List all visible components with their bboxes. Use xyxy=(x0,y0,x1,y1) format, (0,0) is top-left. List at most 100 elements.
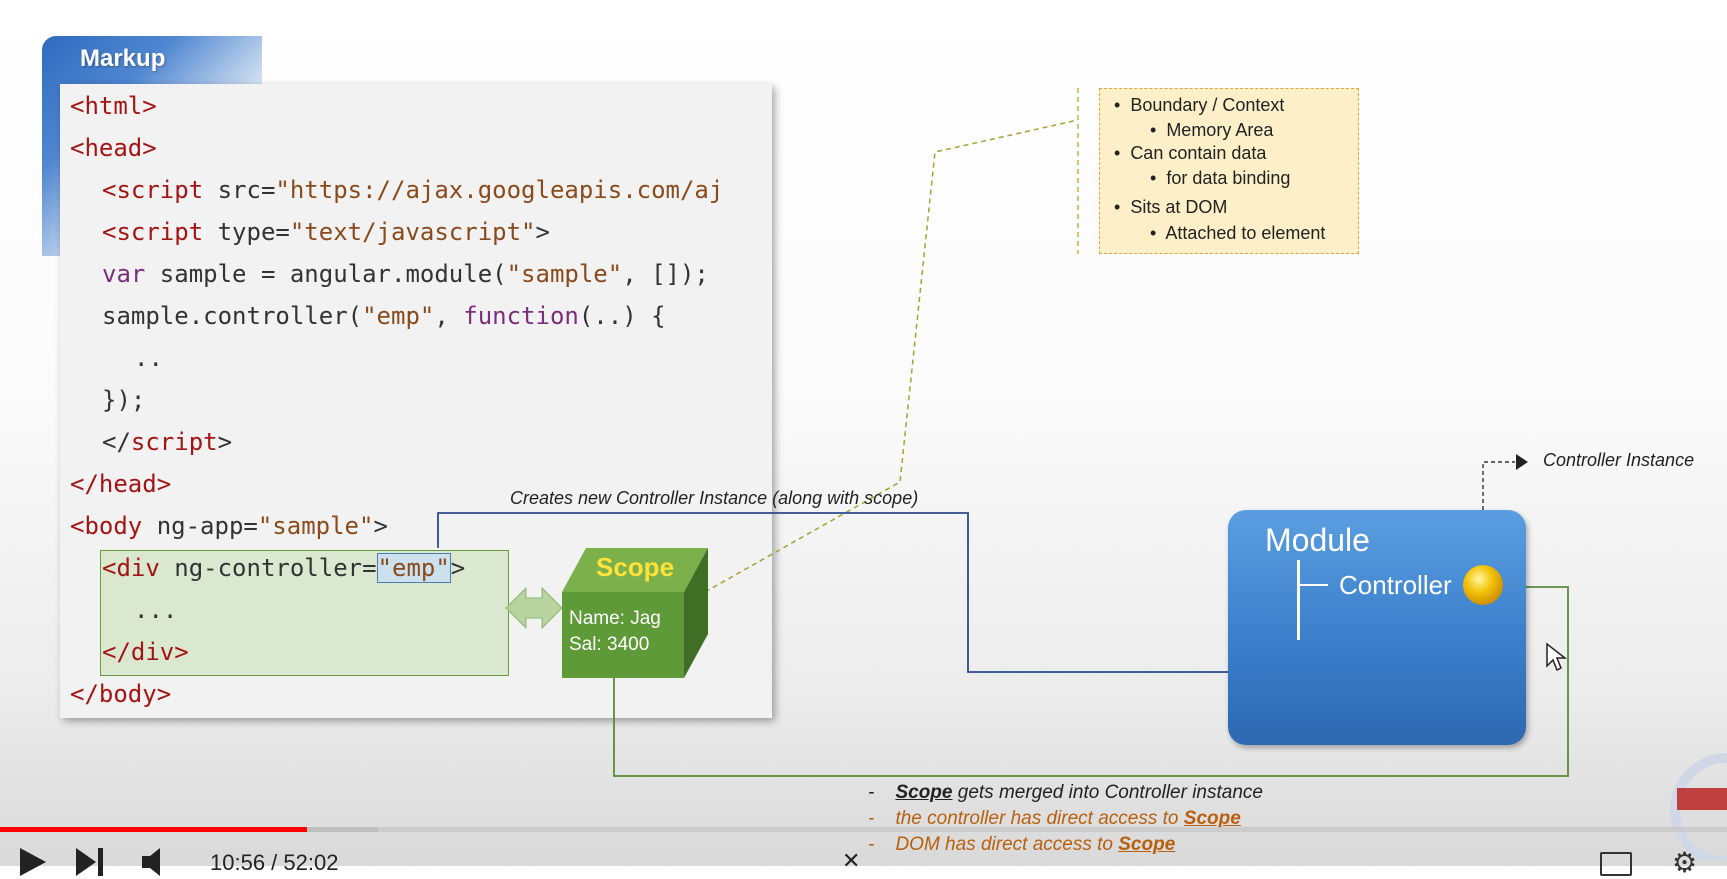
code-token: "sample" xyxy=(257,512,374,540)
code-token: ... xyxy=(134,596,178,624)
module-tree-branch xyxy=(1300,584,1328,586)
code-token: sample = angular.module( xyxy=(145,260,507,288)
code-token: (..) { xyxy=(578,302,666,330)
code-line-12: <div ng-controller="emp"> xyxy=(102,553,466,583)
note-text: gets merged into Controller instance xyxy=(952,782,1263,803)
code-line-10: </head> xyxy=(70,470,171,498)
code-token: "text/javascript" xyxy=(289,218,536,246)
progress-track[interactable] xyxy=(0,827,1727,832)
close-icon[interactable]: ✕ xyxy=(842,848,861,873)
progress-played[interactable] xyxy=(0,827,308,832)
note-emphasis: Scope xyxy=(895,782,953,803)
module-title: Module xyxy=(1265,522,1370,558)
note-text: Memory Area xyxy=(1166,120,1274,140)
code-token: <div xyxy=(102,554,160,582)
scope-cube-front xyxy=(562,592,684,678)
note-bullet: • Boundary / Context xyxy=(1114,95,1285,115)
scope-cube-side xyxy=(684,548,708,678)
code-line-3: <script src="https://ajax.googleapis.com… xyxy=(102,176,723,204)
controller-instance-dot xyxy=(1463,565,1503,605)
code-token: <body xyxy=(70,512,143,540)
double-arrow-icon xyxy=(505,586,563,630)
scope-merge-line xyxy=(613,586,1569,777)
code-token: </ xyxy=(102,428,131,456)
scope-name: Name: Jag xyxy=(569,608,661,629)
code-token: }); xyxy=(102,386,146,414)
code-token: <html> xyxy=(70,92,157,120)
note-text: DOM has direct access to xyxy=(895,834,1119,855)
note-text: Attached to element xyxy=(1165,223,1326,243)
code-line-14: </div> xyxy=(102,638,189,666)
channel-logo xyxy=(1670,753,1727,860)
code-token: > xyxy=(217,428,233,456)
controller-label: Controller xyxy=(1339,570,1452,600)
code-token: ng-app= xyxy=(142,512,258,540)
module-box xyxy=(1228,510,1526,745)
miniplayer-icon[interactable] xyxy=(1600,852,1632,876)
note-emphasis: Scope xyxy=(1183,808,1241,829)
note-bullet: • Can contain data xyxy=(1114,143,1267,163)
note-text: Boundary / Context xyxy=(1130,95,1285,115)
code-line-1: <html> xyxy=(70,92,157,120)
next-icon[interactable] xyxy=(74,846,114,876)
scope-cube-top xyxy=(562,548,708,592)
code-token: > xyxy=(450,554,466,582)
code-line-13: ... xyxy=(134,596,177,624)
next-shape xyxy=(76,848,96,876)
note-subbullet: • Memory Area xyxy=(1150,120,1274,140)
note-text: Sits at DOM xyxy=(1130,197,1228,217)
note-subbullet: • for data binding xyxy=(1150,168,1291,188)
code-token: "https://ajax.googleapis.com/aj xyxy=(275,176,724,204)
time-display: 10:56 / 52:02 xyxy=(210,850,339,875)
mouse-cursor-icon xyxy=(1546,642,1567,672)
code-token: </div> xyxy=(102,638,189,666)
code-token: var xyxy=(102,260,146,288)
code-token: sample.controller( xyxy=(102,302,363,330)
code-line-9: </script> xyxy=(102,428,232,456)
code-token: function xyxy=(463,302,579,330)
code-token: type= xyxy=(203,218,290,246)
code-token: src= xyxy=(203,176,276,204)
code-token: "emp" xyxy=(362,302,435,330)
code-token: , xyxy=(434,302,464,330)
controller-dot-circle xyxy=(1463,565,1503,605)
play-icon[interactable] xyxy=(16,846,56,876)
creates-instance-label: Creates new Controller Instance (along w… xyxy=(510,488,919,508)
next-bar xyxy=(98,848,103,876)
code-token: ng-controller= xyxy=(159,554,377,582)
code-token: <script xyxy=(102,176,204,204)
instance-label-arrowhead xyxy=(1516,454,1528,470)
note-text: Can contain data xyxy=(1130,143,1267,163)
code-line-6: sample.controller("emp", function(..) { xyxy=(102,302,666,330)
play-shape xyxy=(20,848,46,876)
code-panel: <html> <head> <script src="https://ajax.… xyxy=(60,84,772,718)
code-token: > xyxy=(373,512,388,540)
logo-roof xyxy=(1677,788,1727,810)
volume-icon[interactable] xyxy=(140,846,180,876)
speaker-shape xyxy=(142,848,160,876)
scope-note-connector xyxy=(704,119,1079,593)
scope-title: Scope xyxy=(596,552,675,582)
code-line-2: <head> xyxy=(70,134,157,162)
code-token: <script xyxy=(102,218,204,246)
controller-instance-label: Controller Instance xyxy=(1543,450,1695,470)
logo-ring xyxy=(1670,753,1727,860)
markup-title: Markup xyxy=(80,45,166,72)
code-line-7: .. xyxy=(134,344,163,372)
merge-note-2: - the controller has direct access to Sc… xyxy=(868,808,1241,829)
scope-note: • Boundary / Context • Memory Area • Can… xyxy=(1099,88,1359,254)
scope-sal: Sal: 3400 xyxy=(569,634,650,655)
code-token: </body> xyxy=(70,680,172,708)
emp-highlight: "emp" xyxy=(376,553,451,583)
code-line-11: <body ng-app="sample"> xyxy=(70,512,388,540)
code-line-15: </body> xyxy=(70,680,171,708)
cursor-shape xyxy=(1546,642,1567,672)
note-emphasis: Scope xyxy=(1118,834,1176,855)
code-line-5: var sample = angular.module("sample", []… xyxy=(102,260,709,288)
note-subbullet: • Attached to element xyxy=(1150,223,1326,243)
settings-gear-icon[interactable]: ⚙ xyxy=(1672,847,1698,878)
code-token: <head> xyxy=(70,134,157,162)
code-token: </head> xyxy=(70,470,172,498)
